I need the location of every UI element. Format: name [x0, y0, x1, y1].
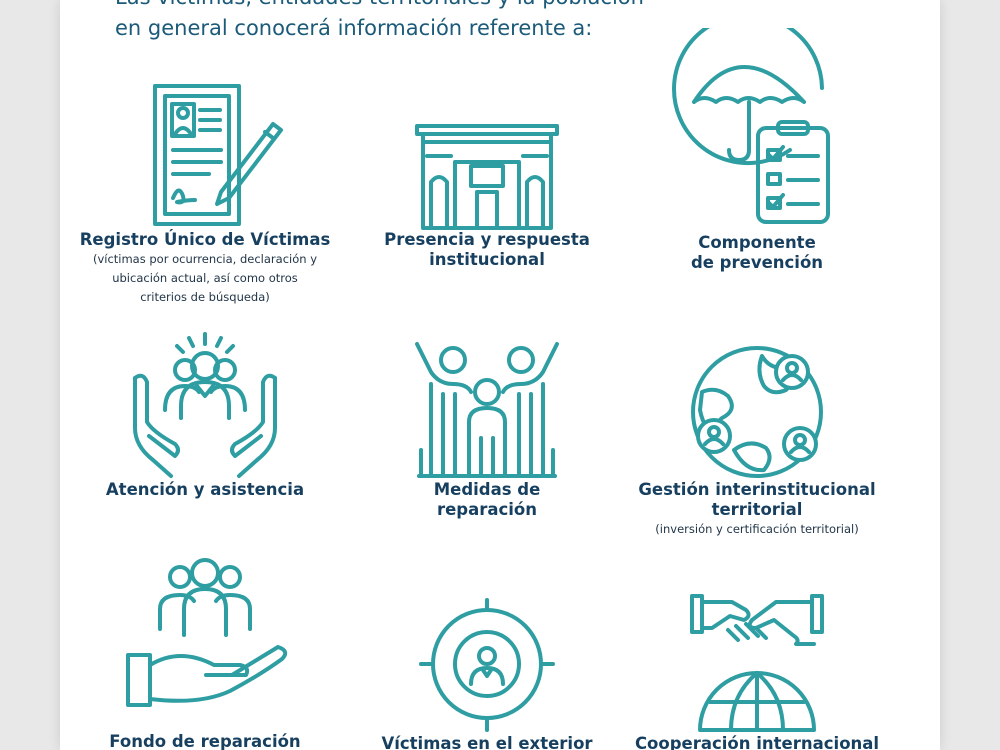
hands-holding-people-icon [133, 332, 277, 478]
item-medidas-reparacion: Medidas de reparación [337, 338, 637, 520]
item-gestion-interinstitucional: Gestión interinstitucional territorial (… [607, 340, 907, 539]
item-registro-unico: Registro Único de Víctimas (víctimas por… [60, 80, 355, 307]
target-person-icon [419, 598, 555, 732]
item-componente-prevencion: Componente de prevención [607, 28, 907, 273]
registry-document-pen-icon [153, 84, 283, 226]
item-title: Medidas de reparación [433, 480, 541, 519]
celebrating-family-icon [415, 342, 559, 478]
globe-network-people-icon [691, 346, 823, 478]
intro-line-2: en general conocerá información referent… [115, 16, 593, 40]
item-fondo-reparacion: Fondo de reparación [60, 557, 355, 750]
item-cooperacion-internacional: Cooperación internacional [607, 590, 907, 750]
item-note: (inversión y certificación territorial) [655, 522, 859, 536]
item-atencion: Atención y asistencia [60, 330, 355, 500]
item-title: Presencia y respuesta institucional [384, 230, 590, 269]
item-note: (víctimas por ocurrencia, declaración y … [92, 252, 318, 304]
document-sheet: Las víctimas, entidades territoriales y … [60, 0, 940, 750]
hand-under-people-icon [126, 558, 288, 707]
item-title: Cooperación internacional [634, 734, 880, 750]
item-title: Componente de prevención [690, 233, 824, 272]
intro-line-1: Las víctimas, entidades territoriales y … [115, 0, 895, 13]
intro-text: Las víctimas, entidades territoriales y … [115, 0, 895, 44]
umbrella-checklist-icon [672, 28, 830, 224]
handshake-globe-icon [690, 594, 824, 732]
item-victimas-exterior: Víctimas en el exterior [337, 598, 637, 750]
item-title: Víctimas en el exterior [381, 734, 593, 750]
item-title: Atención y asistencia [105, 480, 305, 499]
institution-building-icon [415, 124, 559, 230]
item-presencia: Presencia y respuesta institucional [337, 80, 637, 270]
item-title: Fondo de reparación [109, 732, 301, 750]
item-title: Gestión interinstitucional territorial [638, 480, 876, 519]
item-title: Registro Único de Víctimas [79, 230, 331, 249]
